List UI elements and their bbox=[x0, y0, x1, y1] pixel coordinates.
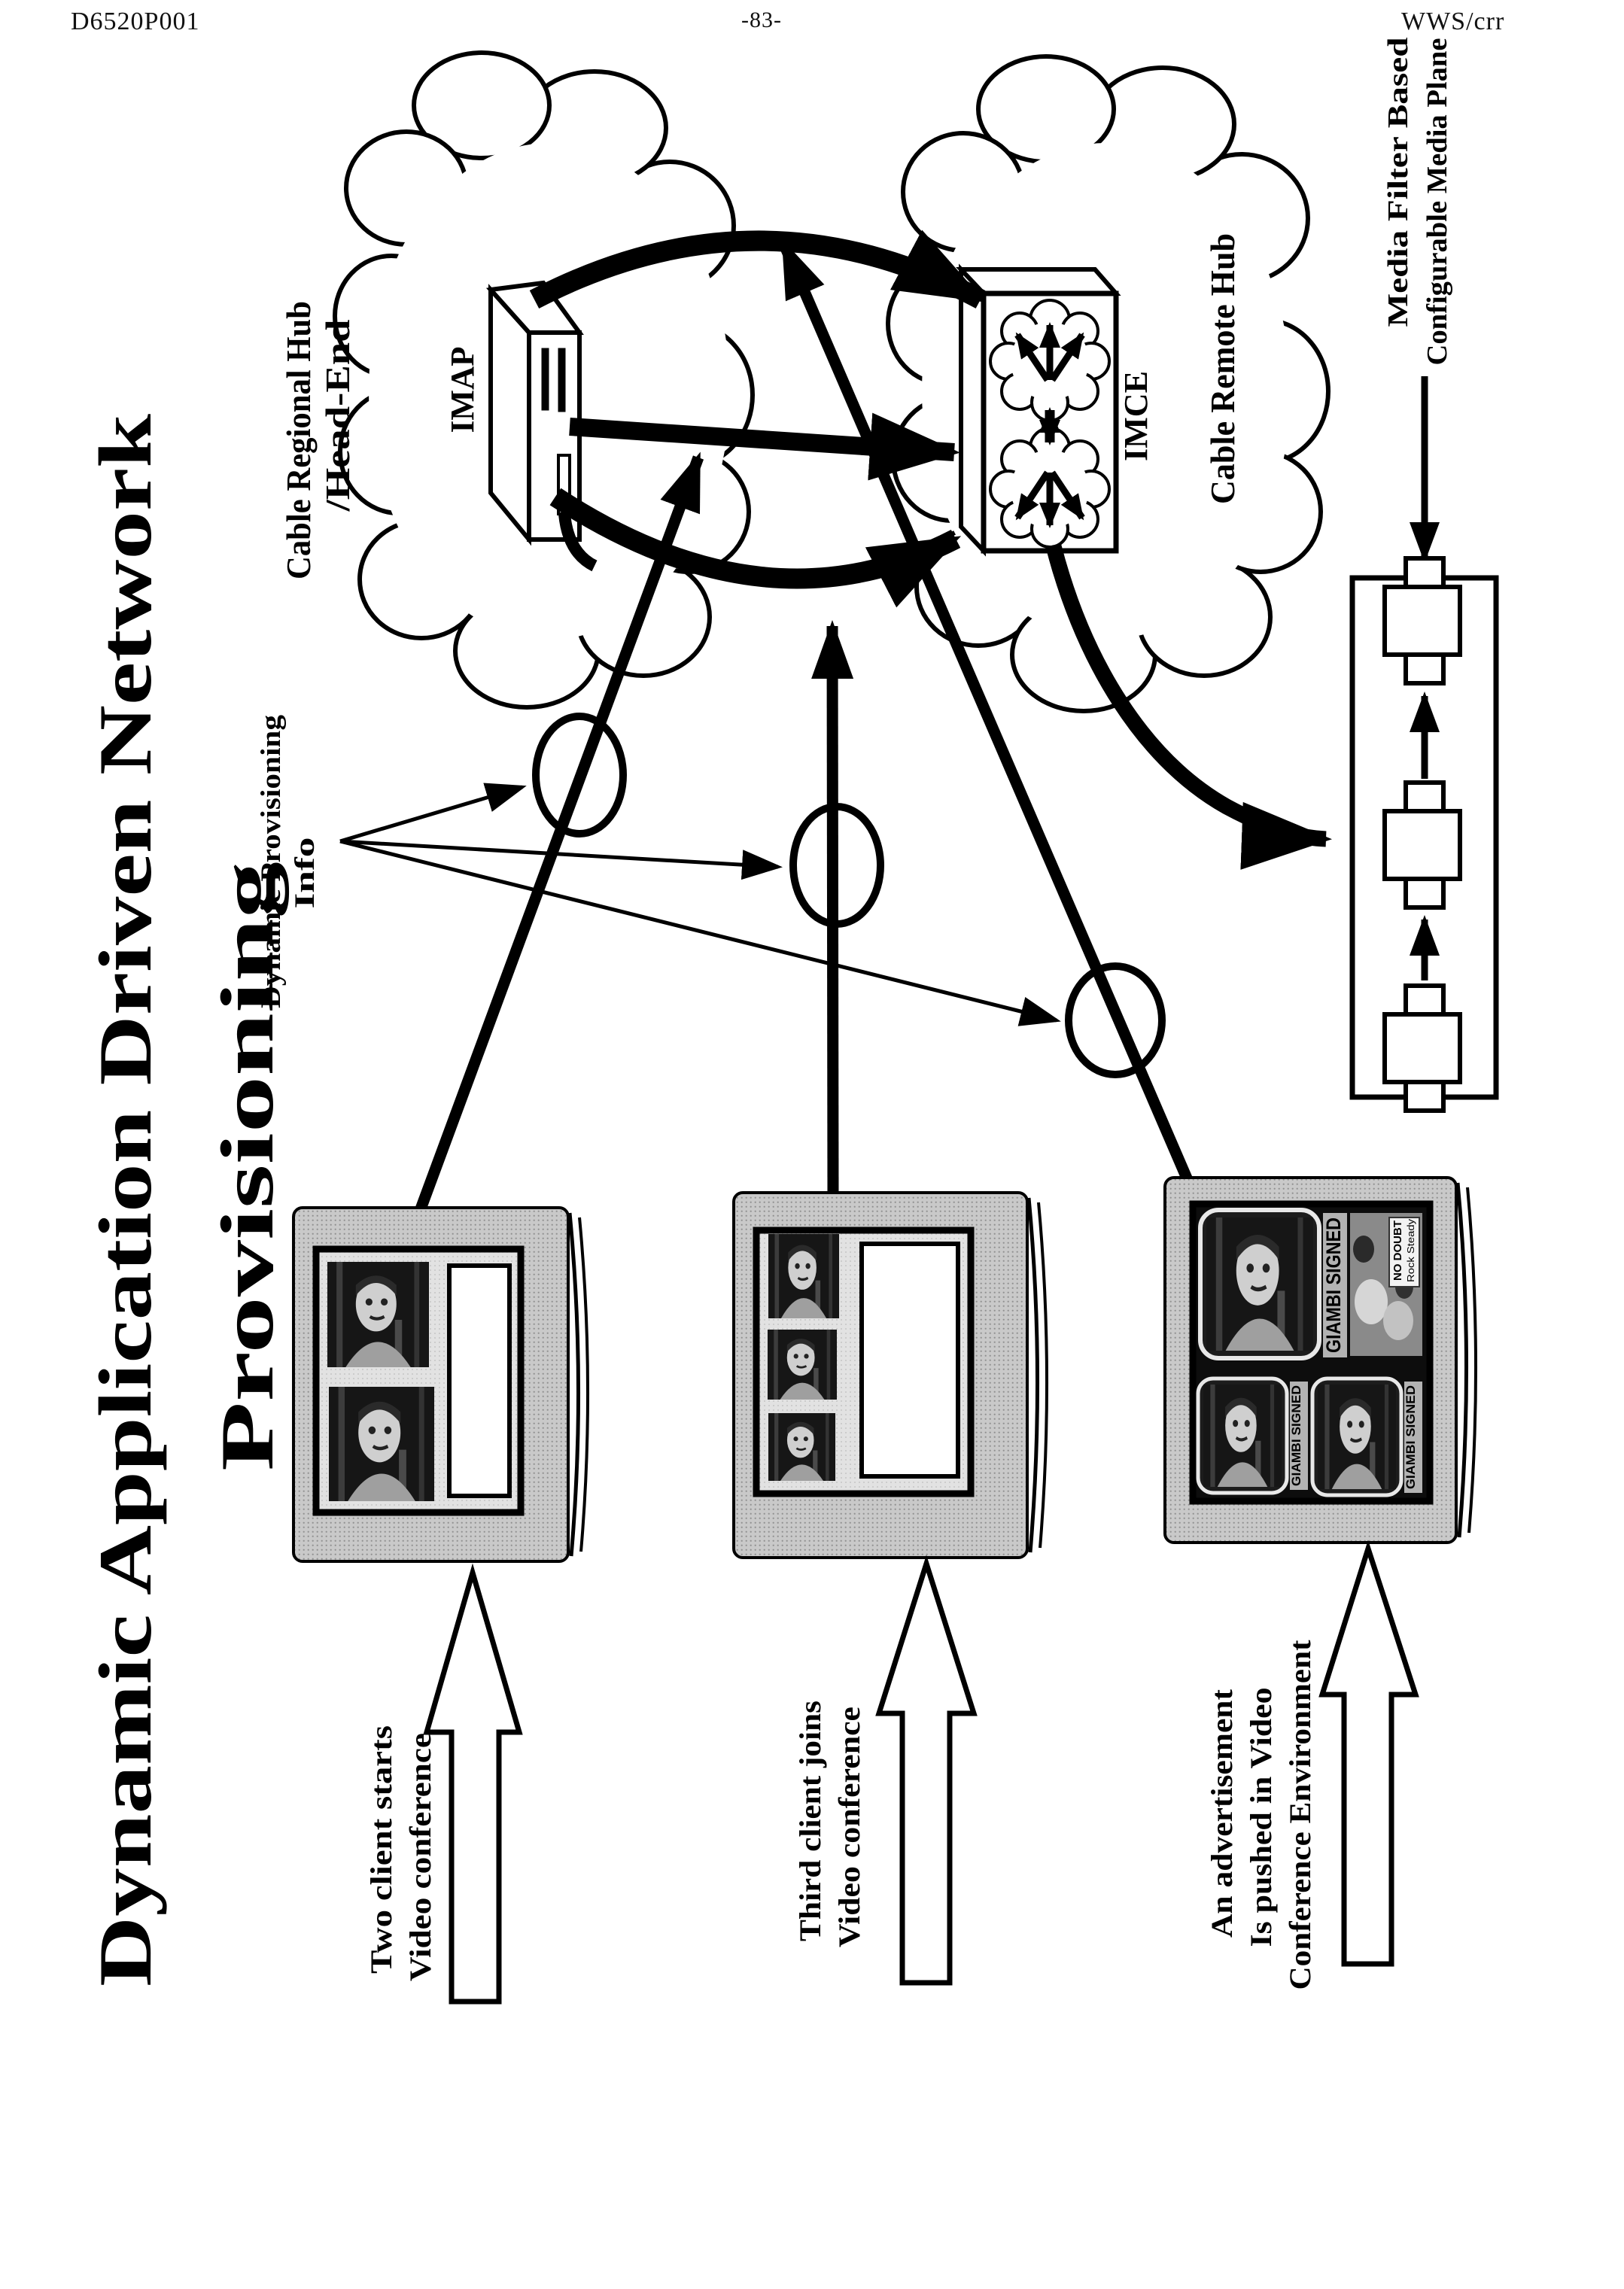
client2-label-line2: Video conference bbox=[832, 1707, 866, 1947]
figure-title-line1: Dynamic Application Driven Network bbox=[84, 414, 167, 1987]
tv2-participant-video-2 bbox=[768, 1330, 837, 1400]
imap-label: IMAP bbox=[444, 347, 481, 433]
client2-label-line1: Third client joins bbox=[793, 1701, 827, 1941]
imce-label: IMCE bbox=[1118, 371, 1154, 461]
media-filter-module-2 bbox=[1385, 783, 1460, 907]
provisioning-note-line2: Info bbox=[290, 837, 321, 909]
tv2-uplink-arrow bbox=[832, 626, 833, 1202]
tv3-caption-small2: GIAMBI SIGNED bbox=[1404, 1385, 1418, 1489]
media-plane-diagram bbox=[1352, 376, 1496, 1111]
tv3-ad-caption-line1: NO DOUBT bbox=[1391, 1220, 1404, 1281]
media-plane-label-line2: Configurable Media Plane bbox=[1422, 38, 1453, 366]
media-plane-label-line1: Media Filter Based bbox=[1382, 38, 1414, 327]
client1-label-line1: Two client starts bbox=[364, 1725, 398, 1974]
tv3-small-video-2 bbox=[1318, 1385, 1396, 1489]
tv-client-2 bbox=[734, 1193, 1047, 1558]
tv2-participant-video-3 bbox=[768, 1413, 835, 1481]
tv-client-3 bbox=[1165, 1178, 1476, 1543]
regional-hub-label-line1: Cable Regional Hub bbox=[279, 301, 318, 579]
client3-label-line3: Conference Environment bbox=[1283, 1640, 1317, 1990]
media-filter-module-3 bbox=[1385, 986, 1460, 1111]
imap-vent-2 bbox=[558, 348, 565, 412]
client2-block-arrow bbox=[879, 1564, 974, 1983]
client1-block-arrow bbox=[427, 1573, 519, 2002]
tv1-shared-whiteboard bbox=[449, 1266, 509, 1496]
provisioning-info-arrows bbox=[340, 787, 1057, 1020]
tv2-shared-whiteboard bbox=[862, 1244, 958, 1476]
tv3-main-video bbox=[1206, 1217, 1313, 1351]
client3-label-line1: An advertisement bbox=[1205, 1689, 1239, 1938]
tv3-caption-main: GIAMBI SIGNED bbox=[1322, 1217, 1345, 1353]
tv2-participant-video-1 bbox=[768, 1234, 839, 1318]
tv3-small-video-1 bbox=[1203, 1385, 1282, 1487]
client3-block-arrow bbox=[1322, 1549, 1416, 1964]
provisioning-note-line1: Dynamic Provisioning bbox=[256, 714, 287, 1008]
imap-vent-1 bbox=[542, 348, 549, 410]
imce-box bbox=[961, 269, 1116, 551]
client1-label-line2: Video conference bbox=[403, 1733, 437, 1981]
tv3-caption-small1: GIAMBI SIGNED bbox=[1289, 1385, 1303, 1486]
tv3-ad-caption-line2: Rock Steady bbox=[1405, 1218, 1416, 1282]
client3-label-line2: Is pushed in Video bbox=[1244, 1688, 1278, 1947]
remote-hub-label: Cable Remote Hub bbox=[1203, 233, 1242, 504]
tv1-participant-video-2 bbox=[329, 1387, 434, 1501]
regional-hub-label-line2: /Head-End bbox=[318, 319, 357, 512]
tv1-participant-video-1 bbox=[327, 1262, 429, 1367]
tv-client-1 bbox=[293, 1208, 588, 1561]
